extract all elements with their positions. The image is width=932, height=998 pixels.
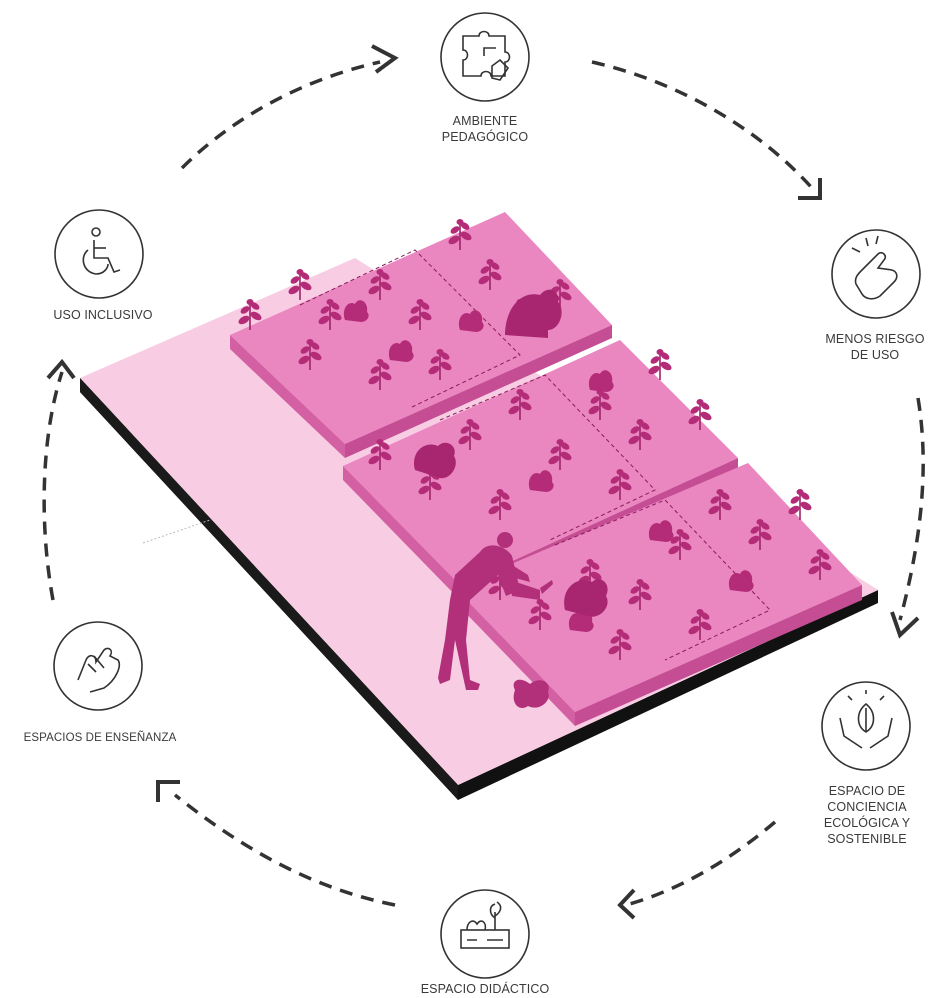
ecologica-node xyxy=(821,681,911,771)
cycle-arrows xyxy=(42,60,925,907)
ambiente-pedagogico-node xyxy=(440,12,530,102)
label-espacio-didactico: ESPACIO DIDÁCTICO xyxy=(420,982,550,996)
didactico-node xyxy=(440,889,530,979)
puzzle-hand-icon xyxy=(462,30,511,81)
inclusivo-node xyxy=(54,209,144,299)
raised-bed-back xyxy=(230,212,612,458)
hands-leaf-icon xyxy=(839,690,893,749)
label-menos-riesgo: MENOS RIESGO DE USO xyxy=(825,332,925,362)
label-ambiente-pedagogico: AMBIENTE PEDAGÓGICO xyxy=(441,114,529,144)
holding-hands-icon xyxy=(77,647,120,693)
label-espacios-ensenanza: ESPACIOS DE ENSEÑANZA xyxy=(23,732,177,744)
label-espacio-ecologica: ESPACIO DE CONCIENCIA ECOLÓGICA Y SOSTEN… xyxy=(823,784,911,846)
label-uso-inclusivo: USO INCLUSIVO xyxy=(53,308,153,322)
construction-line xyxy=(142,519,211,544)
kneeling-figures xyxy=(414,289,608,617)
finger-tap-icon xyxy=(851,235,898,300)
arrow-heads xyxy=(46,44,920,920)
wheelchair-icon xyxy=(82,227,121,275)
menos-riesgo-node xyxy=(831,229,921,319)
planter-box-icon xyxy=(460,901,510,949)
gardener-figure xyxy=(438,532,553,709)
ensenanza-node xyxy=(53,621,143,711)
